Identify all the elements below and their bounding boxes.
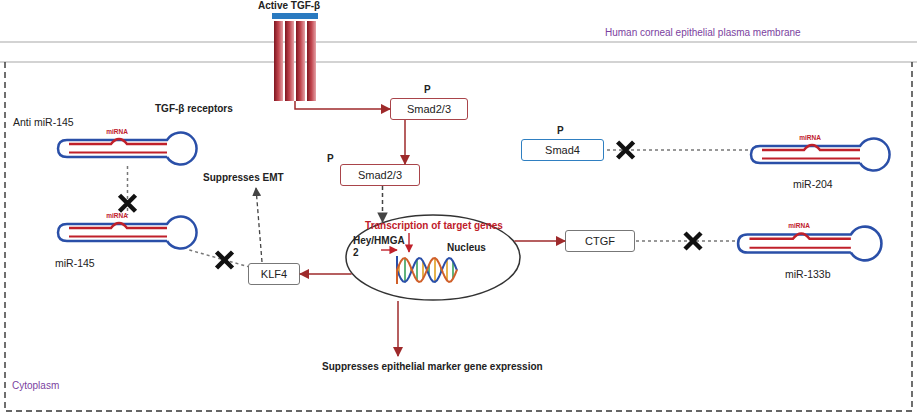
hairpin-shape xyxy=(55,215,200,250)
node-text: Smad2/3 xyxy=(407,103,451,115)
node-text: TGF-β receptors xyxy=(155,103,270,114)
mirna-hairpin: miR-204miRNA xyxy=(748,137,893,172)
node-text: CTGF xyxy=(585,235,615,247)
hairpin-shape xyxy=(748,137,893,172)
node-text: Smad2/3 xyxy=(358,169,402,181)
inhibition-line xyxy=(604,149,748,151)
signal-arrow xyxy=(514,240,565,242)
signal-arrow xyxy=(382,186,384,222)
cell-boundary xyxy=(5,62,912,411)
mirna-hairpin: miR-133bmiRNA xyxy=(735,225,885,262)
node-text: miRNA xyxy=(100,128,134,135)
signal-arrow xyxy=(295,101,390,109)
node-text: KLF4 xyxy=(261,268,287,280)
node-text: miR-145 xyxy=(55,257,125,269)
phosphate-mark: P xyxy=(557,125,564,136)
membrane-line xyxy=(0,61,917,62)
node-text: miRNA xyxy=(793,134,827,141)
effect-note: Suppresses EMT xyxy=(203,172,284,183)
inhibition-mark xyxy=(217,252,233,268)
signal-arrow xyxy=(404,120,406,164)
inhibition-mark xyxy=(120,195,136,211)
effect-arrow xyxy=(397,301,399,356)
inhibition-mark xyxy=(618,142,634,158)
node-text: Transcription of target genes xyxy=(359,220,509,231)
effect-arrow xyxy=(256,188,262,262)
mirna-hairpin: miR-145miRNA xyxy=(55,215,200,250)
node-text: Nucleus xyxy=(447,242,507,253)
protein-box: Smad2/3 xyxy=(390,98,468,120)
ligand-label: Active TGF-β xyxy=(258,0,320,11)
protein-box: KLF4 xyxy=(248,263,300,285)
node-text: miR-204 xyxy=(793,178,863,190)
node-text: miR-133b xyxy=(785,268,855,280)
inhibition-line xyxy=(189,250,248,267)
effect-note: Suppresses epithelial marker gene expres… xyxy=(322,361,543,372)
mirna-hairpin: Anti miR-145miRNA xyxy=(55,131,200,166)
receptor-shape xyxy=(272,13,318,101)
node-text: Anti miR-145 xyxy=(13,116,113,128)
inhibition-mark xyxy=(685,233,701,249)
signal-arrow xyxy=(300,273,352,275)
inhibition-line xyxy=(635,240,735,242)
membrane-line xyxy=(0,41,917,42)
hairpin-shape xyxy=(735,225,885,262)
region-label: Cytoplasm xyxy=(12,380,59,391)
region-label: Human corneal epithelial plasma membrane xyxy=(605,27,801,38)
node-text: Hey/HMGA 2 xyxy=(353,235,405,259)
protein-box: Smad4 xyxy=(521,139,604,161)
phosphate-mark: P xyxy=(327,153,334,164)
node-text: miRNA xyxy=(782,222,816,229)
phosphate-mark: P xyxy=(424,84,431,95)
protein-box: CTGF xyxy=(565,230,635,252)
nucleus-ellipse: Transcription of target genesHey/HMGA 2 N… xyxy=(345,214,521,301)
node-text: miRNA xyxy=(100,212,134,219)
protein-box: Smad2/3 xyxy=(340,164,420,186)
node-text: Smad4 xyxy=(545,144,580,156)
receptor-complex: TGF-β receptors xyxy=(272,13,318,101)
hairpin-shape xyxy=(55,131,200,166)
inhibition-line xyxy=(127,166,129,215)
